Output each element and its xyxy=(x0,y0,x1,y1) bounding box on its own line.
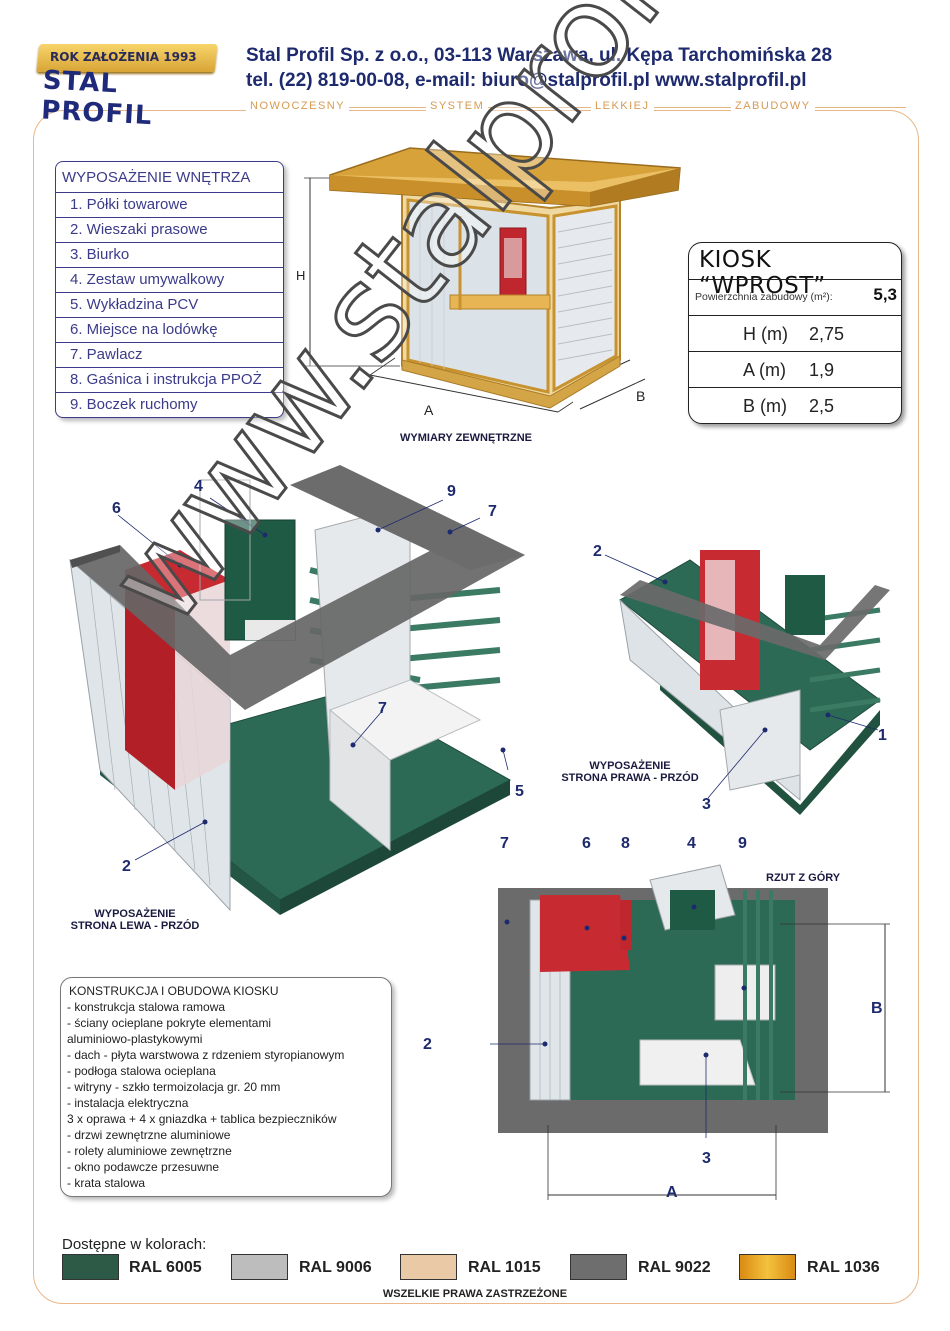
color-swatch xyxy=(400,1254,457,1280)
interior-right-illustration xyxy=(604,550,890,815)
color-swatch-label: RAL 9022 xyxy=(638,1259,711,1276)
callout-number: 4 xyxy=(687,835,696,852)
callout-number: 5 xyxy=(515,783,524,800)
callout-number: 3 xyxy=(702,796,711,813)
list-item: 5. Wykładzina PCV xyxy=(56,292,283,317)
list-item: 7. Pawlacz xyxy=(56,342,283,367)
tagline-word: LEKKIEJ xyxy=(591,100,654,112)
list-item: 8. Gaśnica i instrukcja PPOŻ xyxy=(56,367,283,392)
callout-number: 8 xyxy=(621,835,630,852)
list-item: - konstrukcja stalowa ramowa xyxy=(67,1000,226,1014)
list-item: 4. Zestaw umywalkowy xyxy=(56,267,283,292)
logo-year: ROK ZAŁOŻENIA 1993 xyxy=(50,50,197,64)
kiosk-exterior-illustration xyxy=(304,147,681,413)
dimension-a-label: A xyxy=(666,1184,678,1201)
spec-area-row: Powierzchnia zabudowy (m²): 5,3 xyxy=(689,279,901,316)
list-item: - witryny - szkło termoizolacja gr. 20 m… xyxy=(67,1080,281,1094)
list-item: - rolety aluminiowe zewnętrzne xyxy=(67,1144,232,1158)
company-address: Stal Profil Sp. z o.o., 03-113 Warszawa,… xyxy=(246,45,833,66)
callout-number: 9 xyxy=(738,835,747,852)
dimension-a-label: A xyxy=(424,402,434,418)
list-item: aluminiowo-plastykowymi xyxy=(67,1032,203,1046)
dimension-b-label: B xyxy=(871,1000,883,1017)
list-item: 3 x oprawa + 4 x gniazdka + tablica bezp… xyxy=(67,1112,337,1126)
spec-area-value: 5,3 xyxy=(873,285,897,304)
callout-number: 1 xyxy=(878,727,887,744)
callout-number: 3 xyxy=(702,1150,711,1167)
list-item: 2. Wieszaki prasowe xyxy=(56,217,283,242)
callout-number: 2 xyxy=(122,858,131,875)
list-item: 1. Półki towarowe xyxy=(56,192,283,217)
callout-number: 2 xyxy=(593,543,602,560)
spec-title: KIOSK “WPROST” xyxy=(699,247,826,299)
list-item: 9. Boczek ruchomy xyxy=(56,392,283,417)
callout-number: 9 xyxy=(447,483,456,500)
construction-title: KONSTRUKCJA I OBUDOWA KIOSKU xyxy=(69,984,279,998)
equipment-list: WYPOSAŻENIE WNĘTRZA 1. Półki towarowe 2.… xyxy=(55,161,284,418)
company-logo: ROK ZAŁOŻENIA 1993 STAL PROFIL xyxy=(36,42,218,131)
color-swatch xyxy=(739,1254,796,1280)
color-swatch-label: RAL 9006 xyxy=(299,1259,372,1276)
copyright-footer: WSZELKIE PRAWA ZASTRZEŻONE xyxy=(340,1288,610,1300)
list-item: - podłoga stalowa ocieplana xyxy=(67,1064,216,1078)
logo-name: STAL PROFIL xyxy=(40,65,154,132)
list-item: - krata stalowa xyxy=(67,1176,146,1190)
color-swatch-label: RAL 6005 xyxy=(129,1259,202,1276)
equipment-title: WYPOSAŻENIE WNĘTRZA xyxy=(62,169,251,186)
colors-label: Dostępne w kolorach: xyxy=(62,1236,207,1253)
color-swatch xyxy=(231,1254,288,1280)
callout-number: 7 xyxy=(378,700,387,717)
callout-number: 2 xyxy=(423,1036,432,1053)
spec-row: H (m)2,75 xyxy=(689,315,901,352)
dimension-h-label: H xyxy=(296,268,306,283)
spec-row: A (m)1,9 xyxy=(689,351,901,388)
spec-area-label: Powierzchnia zabudowy (m²): xyxy=(695,291,833,303)
callout-number: 6 xyxy=(582,835,591,852)
exterior-caption: WYMIARY ZEWNĘTRZNE xyxy=(400,432,532,444)
tagline-word: ZABUDOWY xyxy=(731,100,815,112)
callout-number: 6 xyxy=(112,500,121,517)
list-item: - okno podawcze przesuwne xyxy=(67,1160,220,1174)
construction-box: KONSTRUKCJA I OBUDOWA KIOSKU - konstrukc… xyxy=(60,977,392,1197)
list-item: 3. Biurko xyxy=(56,242,283,267)
list-item: - drzwi zewnętrzne aluminiowe xyxy=(67,1128,231,1142)
top-view-caption: RZUT Z GÓRY xyxy=(766,872,841,884)
top-view-illustration xyxy=(490,864,890,1200)
list-item: 6. Miejsce na lodówkę xyxy=(56,317,283,342)
list-item: - ściany ocieplane pokryte elementami xyxy=(67,1016,272,1030)
tagline: NOWOCZESNY SYSTEM LEKKIEJ ZABUDOWY xyxy=(246,100,906,114)
dimension-b-label: B xyxy=(636,388,646,404)
company-contact: tel. (22) 819-00-08, e-mail: biuro@stalp… xyxy=(246,70,807,91)
color-swatch xyxy=(62,1254,119,1280)
interior-left-illustration xyxy=(69,465,525,915)
spec-table: KIOSK “WPROST” Powierzchnia zabudowy (m²… xyxy=(688,242,902,424)
callout-number: 7 xyxy=(500,835,509,852)
color-swatch-label: RAL 1015 xyxy=(468,1259,541,1276)
spec-row: B (m)2,5 xyxy=(689,387,901,424)
color-swatch xyxy=(570,1254,627,1280)
list-item: - dach - płyta warstwowa z rdzeniem styr… xyxy=(67,1048,345,1062)
color-swatch-label: RAL 1036 xyxy=(807,1259,880,1276)
tagline-word: SYSTEM xyxy=(426,100,489,112)
tagline-word: NOWOCZESNY xyxy=(246,100,350,112)
list-item: - instalacja elektryczna xyxy=(67,1096,189,1110)
callout-number: 7 xyxy=(488,503,497,520)
callout-number: 4 xyxy=(194,478,203,495)
